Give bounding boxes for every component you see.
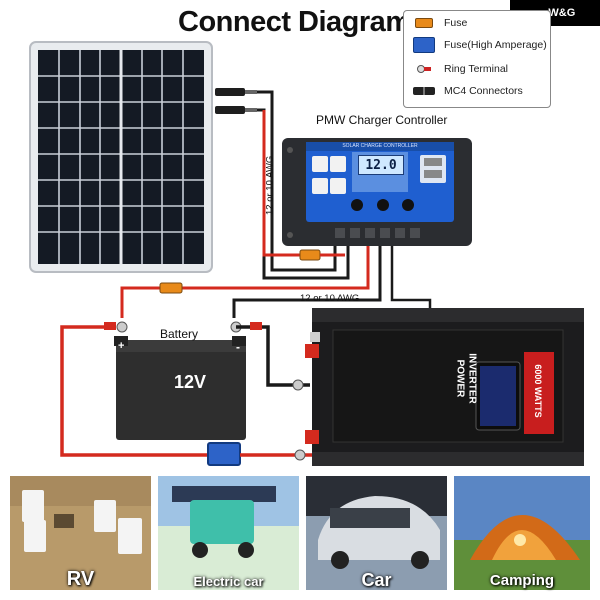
power-inverter-icon: [305, 308, 584, 466]
electric-car-photo: [158, 476, 299, 590]
photo-label-electric-car: Electric car: [193, 574, 264, 589]
legend-item-mc4-connectors: MC4 Connectors: [404, 81, 550, 101]
mc4-connector-icon: [413, 87, 435, 95]
high-amperage-fuse-icon: [413, 37, 435, 53]
legend-label: Ring Terminal: [444, 63, 508, 75]
legend-item-high-amperage-fuse: Fuse(High Amperage): [404, 35, 550, 55]
photo-label-rv: RV: [66, 568, 95, 590]
controller-screen: 12.0: [358, 155, 404, 175]
brand-name: W&G: [548, 7, 576, 19]
fuse-icon: [159, 282, 183, 294]
battery-voltage: 12V: [173, 372, 207, 392]
legend-item-ring-terminal: Ring Terminal: [404, 59, 550, 79]
legend-label: MC4 Connectors: [444, 85, 523, 97]
camping-photo: [454, 476, 590, 590]
fuse-icon: [415, 18, 433, 28]
battery-positive-label: +: [118, 340, 125, 352]
battery-negative-label: -: [236, 340, 240, 354]
mc4-connector-icon: [215, 88, 257, 114]
inverter-watts: 6000 WATTS: [533, 364, 543, 418]
inverter-text-inverter: INVERTER: [466, 353, 478, 404]
controller-label: PMW Charger Controller: [316, 113, 448, 127]
car-photo: [306, 476, 447, 590]
fuse-icon: [299, 249, 321, 261]
ring-terminal-icon: [417, 65, 431, 73]
charge-controller-icon: [282, 138, 472, 246]
legend-label: Fuse: [444, 17, 468, 29]
legend-label: Fuse(High Amperage): [444, 39, 547, 51]
legend: Fuse Fuse(High Amperage) Ring Terminal M…: [403, 10, 551, 108]
battery-icon: [114, 321, 246, 440]
high-amperage-fuse-icon: [207, 442, 241, 466]
diagram-title: Connect Diagram: [178, 6, 411, 38]
controller-header: SOLAR CHARGE CONTROLLER: [342, 143, 418, 149]
photo-label-camping: Camping: [489, 572, 555, 589]
solar-panel-icon: [29, 41, 213, 273]
rv-photo: [10, 476, 151, 590]
wire-gauge-vertical-label: 12 or 10 AWG: [264, 155, 276, 215]
inverter-text-power: POWER: [454, 359, 466, 398]
wire-gauge-horizontal-label: 12 or 10 AWG: [300, 293, 360, 304]
legend-item-fuse: Fuse: [404, 13, 550, 33]
battery-label: Battery: [160, 327, 199, 341]
photo-label-car: Car: [361, 570, 392, 590]
